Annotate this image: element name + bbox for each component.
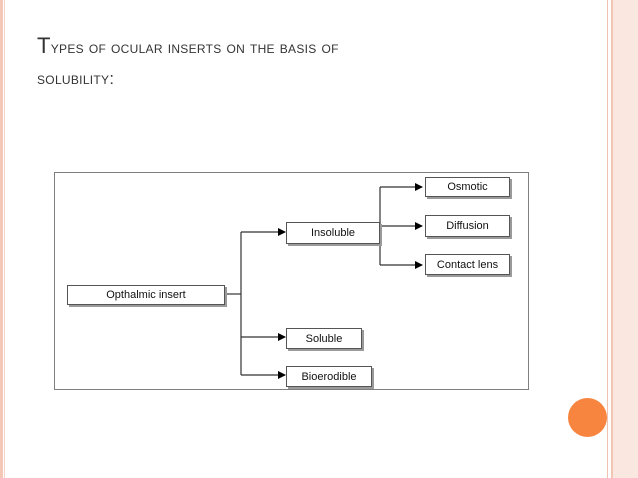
left-border-stripe: [0, 0, 3, 478]
node-insoluble: Insoluble: [286, 222, 380, 244]
node-osmotic: Osmotic: [425, 177, 510, 197]
node-opthalmic-insert: Opthalmic insert: [67, 285, 225, 305]
right-border-line: [607, 0, 608, 478]
left-border-line: [4, 0, 5, 478]
ocular-insert-classification-diagram: Opthalmic insert Insoluble Soluble Bioer…: [54, 172, 529, 390]
connector-lines: [225, 183, 423, 379]
node-contact-lens: Contact lens: [425, 254, 510, 275]
slide-title: Types of ocular inserts on the basis of …: [37, 30, 577, 95]
decorative-orange-circle: [568, 398, 607, 437]
slide-title-line-2: solubility:: [37, 70, 115, 88]
node-soluble: Soluble: [286, 328, 362, 349]
node-bioerodible: Bioerodible: [286, 366, 372, 387]
slide-title-line-1: Types of ocular inserts on the basis of: [37, 33, 339, 58]
node-diffusion: Diffusion: [425, 215, 510, 237]
right-border-stripe: [611, 0, 638, 478]
